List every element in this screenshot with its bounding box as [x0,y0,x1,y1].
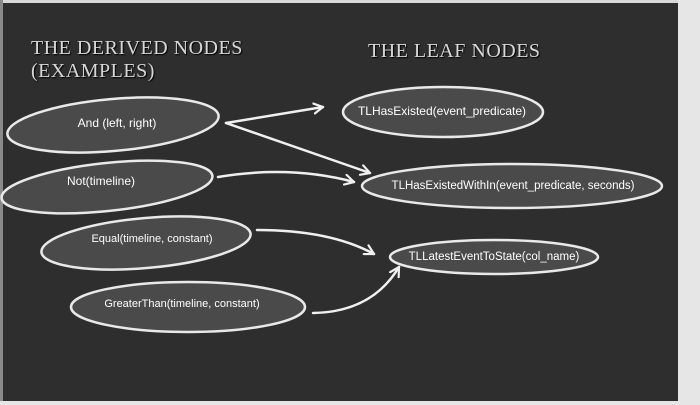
frame-right-border [678,0,700,405]
edge-equal-to-latestevent [255,228,376,256]
edge-not-to-hasexistedwithin [216,170,356,182]
derived-node-greaterthan-label: GreaterThan(timeline, constant) [104,298,259,310]
derived-node-and-label: And (left, right) [78,116,157,130]
leaf-node-latestevent-label: TLLatestEventToState(col_name) [409,251,580,263]
leaf-nodes-heading: THE LEAF NODES [368,40,541,62]
frame-left-border [0,0,3,405]
frame-top-border [0,0,700,3]
leaf-node-hasexisted: TLHasExisted(event_predicate) [341,85,545,139]
derived-node-equal-label: Equal(timeline, constant) [91,233,212,245]
leaf-node-latestevent: TLLatestEventToState(col_name) [388,238,600,276]
leaf-node-hasexistedwithin-label: TLHasExistedWithIn(event_predicate, seco… [392,180,635,192]
derived-heading-line1: THE DERIVED NODES [31,37,243,59]
derived-node-equal: Equal(timeline, constant) [40,215,252,271]
edge-and-to-hasexisted [224,107,325,125]
derived-nodes-heading: THE DERIVED NODES (EXAMPLES) [31,37,243,83]
edge-and-to-hasexistedwithin [224,121,372,173]
leaf-node-hasexisted-label: TLHasExisted(event_predicate) [358,104,526,118]
derived-node-greaterthan: GreaterThan(timeline, constant) [69,280,307,334]
leaf-node-hasexistedwithin: TLHasExistedWithIn(event_predicate, seco… [360,162,664,210]
derived-node-not: Not(timeline) [0,159,214,215]
derived-node-not-label: Not(timeline) [67,174,135,188]
derived-heading-line2: (EXAMPLES) [31,60,155,82]
derived-node-and: And (left, right) [6,96,220,154]
edge-greaterthan-to-latestevent [311,265,401,315]
frame-bottom-border [0,401,700,405]
